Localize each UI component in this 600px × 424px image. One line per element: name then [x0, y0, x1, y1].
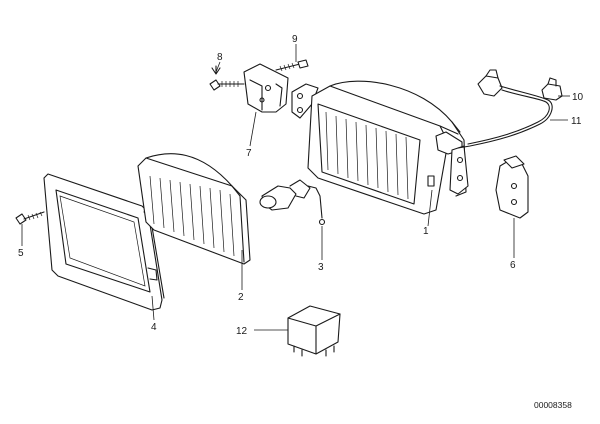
screw-part-5[interactable]	[15, 211, 45, 225]
label-part-12: 12	[236, 326, 248, 337]
clip-part-10[interactable]	[541, 77, 563, 101]
label-part-2: 2	[238, 292, 244, 303]
screw-part-9[interactable]	[275, 59, 309, 72]
relay[interactable]	[287, 305, 341, 357]
label-part-5: 5	[18, 248, 24, 259]
cable-with-connector[interactable]	[457, 69, 553, 149]
label-part-7: 7	[246, 148, 252, 159]
diagram-code: 00008358	[534, 400, 572, 410]
bulb[interactable]	[259, 179, 326, 226]
label-part-8: 8	[217, 52, 223, 63]
bezel-frame[interactable]	[43, 173, 165, 311]
label-part-11: 11	[571, 116, 582, 127]
label-part-9: 9	[292, 34, 298, 45]
label-part-10: 10	[572, 92, 584, 103]
lens[interactable]	[137, 153, 251, 265]
label-part-1: 1	[423, 226, 429, 237]
label-part-3: 3	[318, 262, 324, 273]
mounting-bracket[interactable]	[243, 63, 289, 113]
label-part-6: 6	[510, 260, 516, 271]
leader-lines	[21, 44, 570, 331]
fog-lamp-housing[interactable]	[291, 80, 469, 215]
side-bracket[interactable]	[495, 155, 529, 219]
label-part-4: 4	[151, 322, 157, 333]
screw-part-8[interactable]	[209, 65, 245, 91]
